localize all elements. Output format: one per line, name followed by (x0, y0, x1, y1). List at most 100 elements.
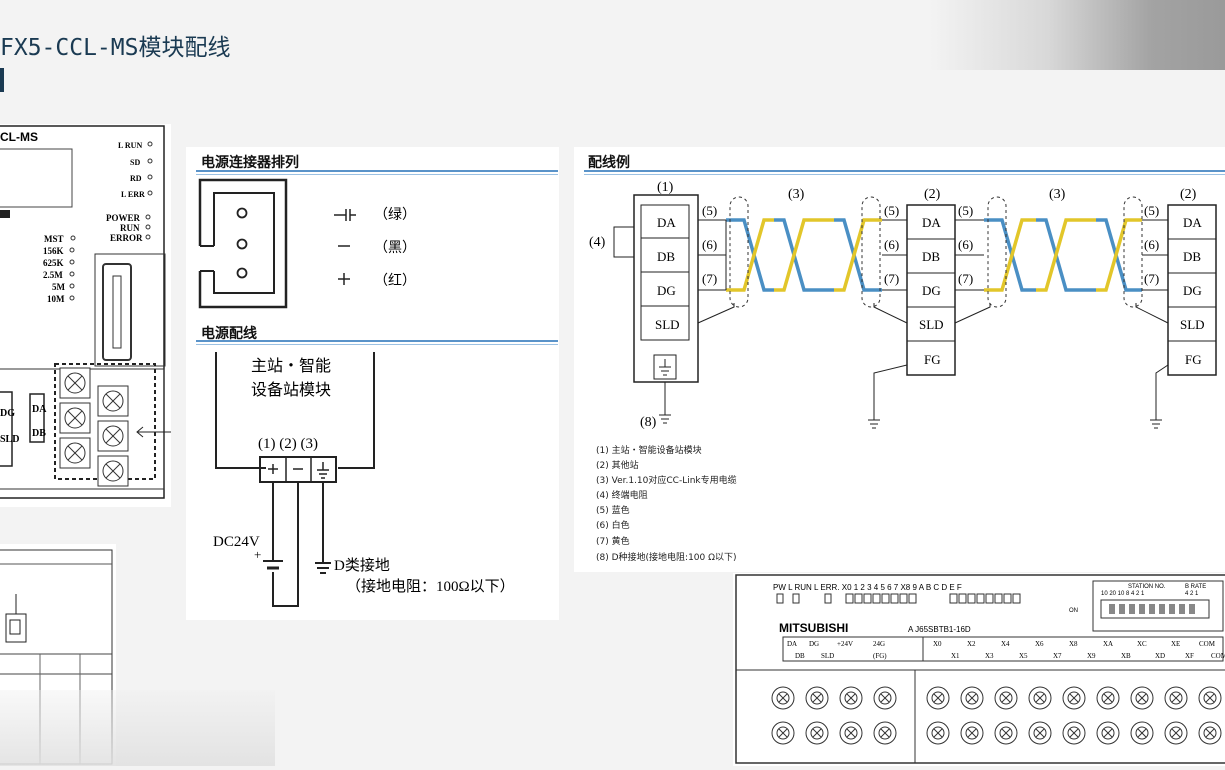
num-8: (8) (640, 415, 657, 430)
num-5-d: (5) (1144, 203, 1159, 218)
remote-io-module: PW L RUN L ERR. X0 1 2 3 4 5 6 7 X8 9 A … (733, 573, 1225, 766)
top-labels: PW L RUN L ERR. X0 1 2 3 4 5 6 7 X8 9 A … (773, 583, 962, 592)
row2-db: DB (795, 652, 805, 660)
legend-item-5: (5) 蓝色 (596, 506, 630, 516)
led-5m: 5M (52, 282, 66, 292)
led-group-status: POWER RUN ERROR (106, 213, 143, 243)
row1-x2: X2 (967, 640, 976, 648)
row1-x0: X0 (933, 640, 942, 648)
model-label: A J65SBTB1-16D (908, 625, 971, 634)
title-accent-bar (0, 68, 4, 92)
row2-sld: SLD (821, 652, 834, 660)
num-2-a: (2) (924, 187, 941, 202)
led-sd: SD (130, 158, 140, 167)
row1-xa: XA (1103, 640, 1113, 648)
legend-item-3: (3) Ver.1.10对应CC-Link专用电缆 (596, 476, 737, 486)
sig-dg-1: DG (657, 283, 676, 298)
num-7-c: (7) (958, 271, 973, 286)
num-6-b: (6) (884, 237, 899, 252)
led-625k: 625K (43, 258, 64, 268)
num-5-b: (5) (884, 203, 899, 218)
led-error: ERROR (110, 233, 143, 243)
connector-drawing: （绿） （黑） （红） (198, 178, 416, 309)
terminal-numbers: (1) (2) (3) (258, 436, 318, 452)
sig-sld-2: SLD (919, 317, 944, 332)
sig-da-3: DA (1183, 215, 1202, 230)
term-db: DB (32, 428, 46, 439)
sig-dg-2: DG (922, 283, 941, 298)
num-7-b: (7) (884, 271, 899, 286)
row2-x1: X1 (951, 652, 960, 660)
legend-item-6: (6) 白色 (596, 521, 630, 531)
station-line1: 主站・智能 (251, 357, 331, 375)
cable-segment-2 (984, 218, 1142, 292)
station-label: STATION NO. (1128, 584, 1166, 590)
power-wiring-heading: 电源配线 (201, 326, 257, 342)
led-lerr: L ERR (121, 190, 145, 199)
led-lrun: L RUN (118, 141, 142, 150)
led-mst: MST (44, 234, 64, 244)
num-5-a: (5) (702, 203, 717, 218)
ground-label-1: D类接地 (334, 557, 390, 574)
legend-item-8: (8) D种接地(接地电阻:100 Ω以下) (596, 553, 737, 563)
num-6-c: (6) (958, 237, 973, 252)
led-run: RUN (120, 223, 140, 233)
connector-panel (186, 147, 559, 620)
pin-black-label: （黑） (374, 240, 416, 256)
terminal-screws (771, 686, 1222, 745)
module-model-label: CL-MS (0, 130, 38, 144)
dc24v-label: DC24V (213, 534, 260, 550)
dc-plus-label: + (254, 547, 261, 562)
remote-io-drawing: PW L RUN L ERR. X0 1 2 3 4 5 6 7 X8 9 A … (735, 574, 1225, 764)
sig-fg-2: FG (924, 352, 941, 367)
led-power: POWER (106, 213, 141, 223)
connector-heading-rule-2 (196, 174, 558, 175)
wiring-heading-rule (584, 170, 1225, 172)
row2-com: COM (1211, 652, 1225, 660)
sig-sld-1: SLD (655, 317, 680, 332)
pin-red-label: （红） (374, 273, 416, 289)
brand-logo: MITSUBISHI (779, 621, 848, 635)
term-da: DA (32, 404, 47, 415)
power-wiring-drawing: 主站・智能 设备站模块 (1) (2) (3) DC24V + D类接地 （接地… (213, 352, 515, 607)
row1-dg: DG (809, 640, 819, 648)
num-4: (4) (589, 235, 606, 250)
row1-24v: +24V (837, 640, 853, 648)
led-group-left: MST 156K 625K 2.5M 5M 10M (43, 234, 66, 304)
row2-xb: XB (1121, 652, 1131, 660)
brate-numbers: 4 2 1 (1185, 591, 1199, 597)
legend-item-7: (7) 黄色 (596, 537, 630, 547)
on-label: ON (1069, 608, 1078, 614)
row1-x6: X6 (1035, 640, 1044, 648)
row2-x3: X3 (985, 652, 994, 660)
module-front-drawing: CL-MS L RUN SD RD L ERR MST 156K 625K 2.… (0, 125, 171, 499)
led-rd: RD (130, 174, 142, 183)
legend-item-4: (4) 终端电阻 (596, 491, 648, 501)
terminal-labels: DG SLD DA DB (0, 404, 47, 445)
num-3-a: (3) (788, 187, 805, 202)
module-front-panel: CL-MS L RUN SD RD L ERR MST 156K 625K 2.… (0, 124, 171, 507)
power-heading-rule-2 (196, 344, 558, 345)
connector-heading: 电源连接器排列 (201, 155, 299, 171)
led-group-right: L RUN SD RD L ERR (118, 141, 145, 199)
row2-fg: (FG) (873, 652, 887, 660)
num-5-c: (5) (958, 203, 973, 218)
num-6-a: (6) (702, 237, 717, 252)
bottom-shade (0, 690, 275, 766)
sig-db-2: DB (922, 249, 940, 264)
sig-db-1: DB (657, 249, 675, 264)
wiring-example-panel (574, 147, 1225, 572)
term-dg: DG (0, 408, 15, 419)
row1-da: DA (787, 640, 797, 648)
sig-da-1: DA (657, 215, 676, 230)
row2-x7: X7 (1053, 652, 1062, 660)
term-sld: SLD (0, 434, 19, 445)
sig-fg-3: FG (1185, 352, 1202, 367)
sig-db-3: DB (1183, 249, 1201, 264)
num-7-a: (7) (702, 271, 717, 286)
led-156k: 156K (43, 246, 64, 256)
row1-x4: X4 (1001, 640, 1010, 648)
num-6-d: (6) (1144, 237, 1159, 252)
row1-xe: XE (1171, 640, 1180, 648)
row2-xd: XD (1155, 652, 1165, 660)
